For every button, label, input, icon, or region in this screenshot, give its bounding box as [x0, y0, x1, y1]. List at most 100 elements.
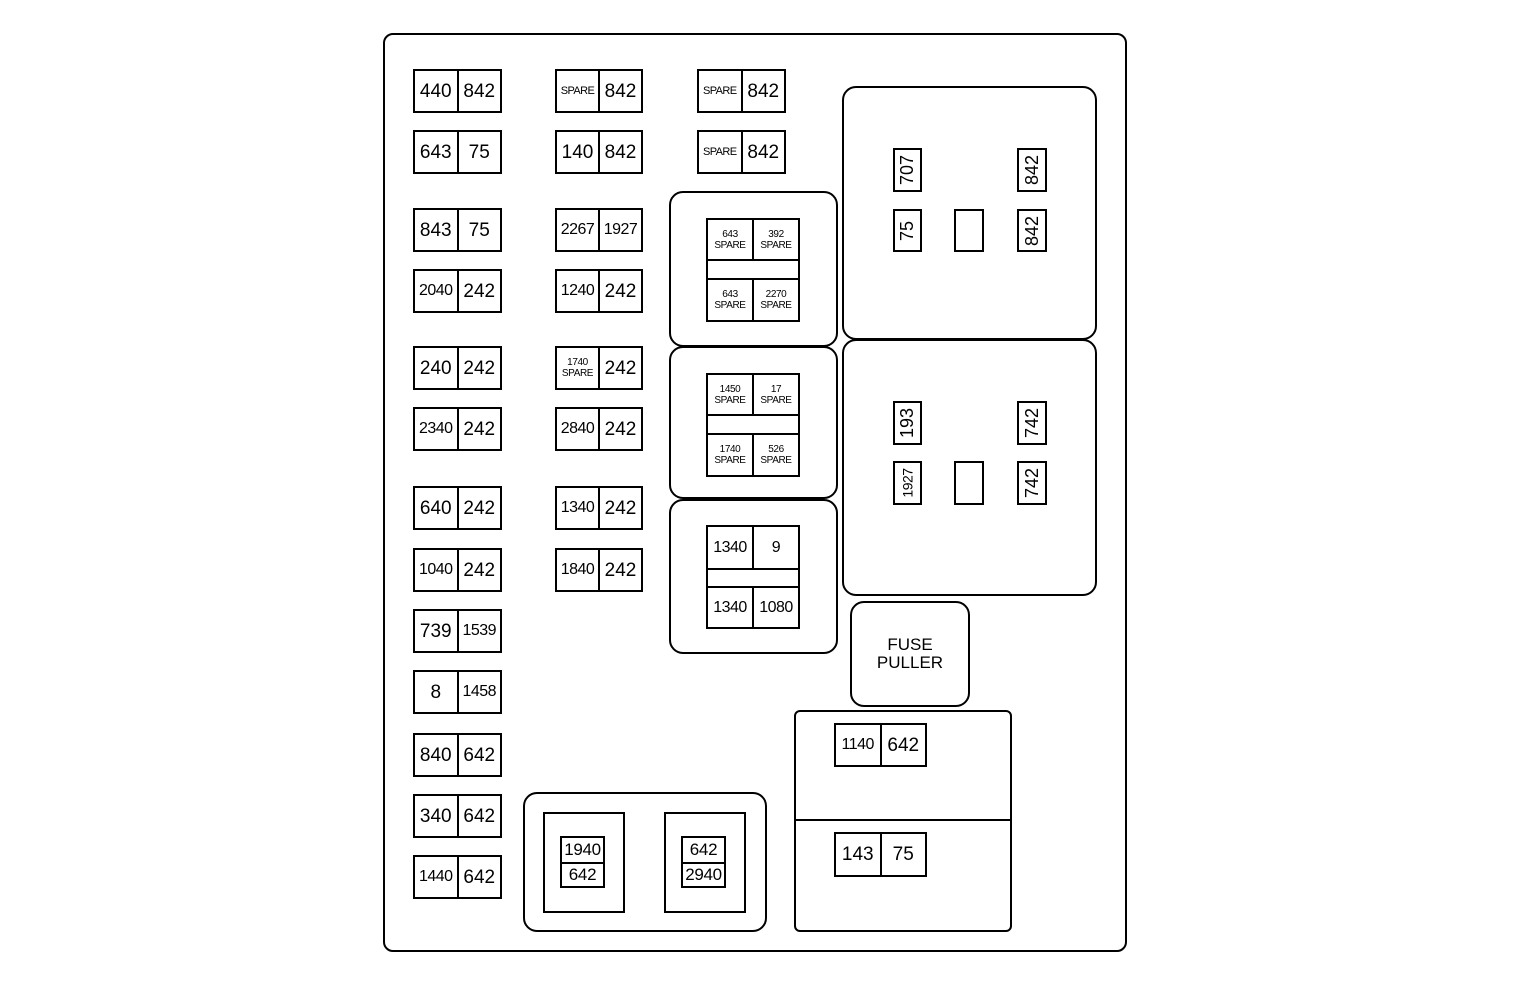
fuse: 2267 1927: [555, 208, 643, 252]
terminal-number: 193: [897, 407, 918, 439]
fuse-circuit-left: 240: [419, 357, 452, 379]
terminal-number: 842: [1022, 215, 1043, 246]
terminal-number: 2270: [765, 289, 787, 300]
relay-terminal-top-right: 392 SPARE: [754, 220, 798, 259]
terminal-spare-label: SPARE: [760, 455, 792, 466]
terminal-spare-label: SPARE: [714, 300, 746, 311]
relay-socket: [954, 209, 984, 252]
fuse-puller-label-line1: FUSE: [887, 635, 933, 654]
mini-fuse-top-value: 642: [689, 840, 718, 859]
fuse-circuit-left: 2840: [560, 420, 595, 437]
relay-1: 643 SPARE 392 SPARE 643 SPARE 2270 SPARE: [706, 218, 800, 322]
fuse-circuit-right: 242: [456, 409, 501, 449]
terminal-number: 17: [770, 383, 782, 395]
relay-terminal-top-left: 1340: [713, 539, 747, 556]
fuse: 1440 642: [413, 855, 502, 899]
relay-terminal-bottom-left: 1740 SPARE: [708, 435, 752, 475]
fuse: 1740 SPARE 242: [555, 346, 643, 390]
bottom-left-housing: [523, 792, 767, 932]
fuse-circuit-right: 1927: [598, 210, 641, 250]
fuse-circuit-right: 242: [456, 550, 501, 590]
relay-terminal-bottom-right: 1080: [759, 599, 793, 616]
fuse-circuit-right: 842: [740, 132, 785, 172]
fuse-circuit-right: 1539: [456, 611, 501, 651]
fuse: 843 75: [413, 208, 502, 252]
fuse-circuit-left: 643: [419, 141, 452, 163]
fuse-circuit-number: 1740: [567, 357, 588, 368]
fuse: SPARE 842: [697, 69, 786, 113]
fuse-circuit-right: 842: [598, 132, 641, 172]
relay-3: 1340 9 1340 1080: [706, 525, 800, 629]
fuse: 739 1539: [413, 609, 502, 653]
terminal-number: 742: [1022, 467, 1043, 499]
fuse-circuit-left: 739: [419, 620, 452, 642]
fuse-puller: FUSE PULLER: [850, 601, 970, 707]
fuse-circuit-right: 1458: [456, 672, 501, 712]
relay-terminal-bottom-right: 526 SPARE: [754, 435, 798, 475]
relay-terminal-top-right: 17 SPARE: [754, 375, 798, 414]
fuse-circuit-right: 242: [598, 409, 641, 449]
housing-divider: [794, 819, 1012, 821]
fuse: 2040 242: [413, 269, 502, 313]
fuse-circuit-left: 1240: [560, 282, 595, 299]
fuse: 1340 242: [555, 486, 643, 530]
mini-fuse-2: 642 2940: [681, 836, 726, 888]
terminal-number: 742: [1022, 407, 1043, 439]
fuse: 140 842: [555, 130, 643, 174]
fuse-spare-label: SPARE: [561, 368, 594, 379]
fuse-circuit-right: 75: [456, 210, 501, 250]
terminal-spare-label: SPARE: [714, 455, 746, 466]
fuse: 8 1458: [413, 670, 502, 714]
relay-terminal: 75: [893, 209, 922, 252]
fuse-circuit-right: 842: [740, 71, 785, 111]
fuse-circuit-left: 843: [419, 219, 452, 241]
mini-relay-socket-2: [664, 812, 746, 913]
fuse-circuit-left: 1140: [841, 736, 875, 753]
relay-housing-3: [669, 499, 838, 654]
fuse-circuit-right: 242: [598, 348, 641, 388]
fuse-circuit-left: 8: [430, 681, 442, 703]
fuse-circuit-left: 2040: [418, 282, 453, 299]
fuse-circuit-left: 1740 SPARE: [557, 348, 598, 388]
fuse-circuit-right: 75: [879, 834, 926, 875]
mini-fuse-bottom-value: 642: [568, 865, 597, 884]
terminal-number: 842: [1022, 154, 1043, 186]
relay-housing-2: [669, 346, 838, 499]
relay-terminal-top-left: 643 SPARE: [708, 220, 752, 259]
terminal-number: 392: [768, 228, 784, 240]
terminal-number: 75: [897, 220, 918, 241]
fuse-circuit-left: 640: [419, 497, 452, 519]
relay-terminal: 707: [893, 148, 922, 192]
fuse-circuit-right: 242: [456, 271, 501, 311]
fuse: 240 242: [413, 346, 502, 390]
mini-fuse-1: 1940 642: [560, 836, 605, 888]
relay-terminal-bottom-left: 1340: [713, 599, 747, 616]
relay-terminal-top-right: 9: [771, 539, 781, 556]
fuse-circuit-left: 340: [419, 805, 452, 827]
fuse-block-housing: [383, 33, 1127, 952]
fuse-circuit-left: 1840: [560, 561, 595, 578]
fuse: 2840 242: [555, 407, 643, 451]
terminal-number: 1927: [899, 468, 916, 498]
fuse-circuit-left: 143: [841, 844, 874, 865]
relay-terminal: 742: [1017, 401, 1047, 445]
mini-fuse-bottom-value: 2940: [685, 865, 722, 884]
fuse: 1140 642: [834, 723, 927, 767]
fuse-circuit-right: 242: [456, 488, 501, 528]
relay-terminal-top-left: 1450 SPARE: [708, 375, 752, 414]
relay-terminal: 193: [893, 401, 922, 445]
fuse-circuit-left: 440: [419, 80, 452, 102]
fuse-circuit-left: 840: [419, 744, 452, 766]
fuse-circuit-right: 242: [598, 488, 641, 528]
terminal-spare-label: SPARE: [714, 239, 746, 251]
terminal-spare-label: SPARE: [714, 394, 746, 406]
bottom-right-housing: [794, 710, 1012, 932]
fuse-circuit-right: 242: [598, 550, 641, 590]
fuse-circuit-left: SPARE: [703, 84, 737, 97]
mini-fuse-top-value: 1940: [564, 840, 601, 859]
terminal-number: 1450: [719, 383, 741, 395]
fuse-circuit-right: 642: [456, 796, 501, 836]
fuse: 640 242: [413, 486, 502, 530]
fuse-circuit-right: 242: [456, 348, 501, 388]
fuse-circuit-left: 1040: [418, 561, 453, 578]
